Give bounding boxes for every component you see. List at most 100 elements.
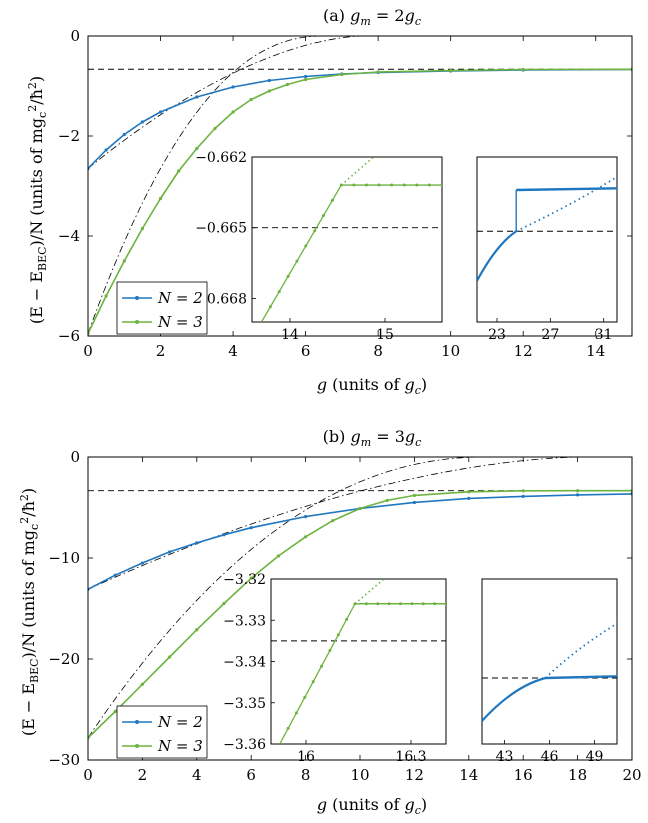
inset-x-tick-label: 16.3 (395, 749, 426, 765)
inset-n2-rising-curve (477, 230, 517, 282)
axes-frame (87, 35, 633, 337)
x-tick-label: 10 (441, 342, 460, 360)
series-n2-point (195, 95, 199, 99)
series-n3-point (385, 498, 389, 503)
inset-n3-point (320, 664, 324, 668)
inset-y-tick-label: −3.34 (223, 655, 266, 671)
inset-n3-point (277, 290, 281, 294)
dashdot-curve-1 (88, 457, 632, 590)
series-n3-point (285, 82, 290, 87)
series-n2-point (267, 78, 271, 83)
inset-n2-plateau (545, 675, 617, 680)
series-n2-point (304, 514, 308, 519)
legend-n2-marker (135, 296, 139, 300)
inset-n2-plateau (516, 187, 617, 192)
series-n3-point (222, 601, 226, 606)
inset-n2-rising-curve (482, 676, 546, 722)
inset-content (482, 622, 617, 722)
inset-frame (251, 156, 443, 323)
x-tick-label: 12 (514, 342, 533, 360)
series-n2-point (113, 573, 117, 577)
series-n3-point (467, 490, 471, 494)
inset-n3-point (322, 213, 326, 217)
inset-content (477, 176, 617, 282)
inset-y-tick-label: −0.665 (195, 221, 247, 237)
inset-n3-rising-line (260, 184, 342, 322)
x-tick-label: 8 (301, 766, 311, 784)
inset-n3-point (313, 229, 317, 233)
x-tick-label: 0 (83, 342, 93, 360)
inset-y-tick-label: −0.668 (195, 291, 247, 307)
inset-n3-plateau-point (421, 602, 425, 606)
inset-n3-plateau-point (399, 602, 402, 606)
inset-n3-rising-line (279, 603, 356, 744)
x-tick-label: 6 (301, 342, 311, 360)
inset-x-tick-label: 16 (297, 749, 315, 765)
x-tick-label: 0 (83, 766, 93, 784)
x-tick-label: 4 (228, 342, 238, 360)
series-n2-point (122, 132, 126, 137)
series-n3-point (195, 628, 199, 632)
inset-n3-plateau-point (402, 183, 406, 187)
inset-y-tick-label: −3.35 (223, 696, 266, 712)
series-n2-point (231, 85, 235, 89)
series-n3-point (140, 226, 144, 231)
series-n3-point (231, 110, 235, 114)
series-n2-point (576, 493, 580, 497)
series-n3-point (177, 169, 181, 173)
legend-box (116, 705, 208, 759)
legend-n2-label: N = 2 (157, 289, 203, 307)
inset-n3-point (268, 305, 272, 309)
x-tick-label: 8 (373, 342, 383, 360)
inset-n3-plateau-point (364, 183, 368, 187)
inset-frame (481, 578, 618, 745)
inset-n3-plateau-point (433, 602, 437, 606)
series-n3-point (376, 70, 380, 74)
inset-n2-dotted-continuation (515, 176, 617, 233)
inset-n3-point (336, 633, 340, 637)
legend-n3-label: N = 3 (157, 737, 203, 755)
inset-n3-point (330, 198, 334, 202)
series-n2-point (521, 494, 525, 498)
inset-n3-point (328, 649, 332, 652)
panel-a-title: (a) gm = 2gc (323, 6, 421, 28)
series-n3-point (122, 259, 126, 263)
panel-a-y-axis-label: (E − EBEC)/N (units of mgc2/ħ2) (26, 76, 49, 324)
series-n3-point (340, 72, 344, 77)
plot-content (88, 457, 632, 740)
inset-n3-plateau-point (352, 183, 356, 187)
x-tick-label: 20 (622, 766, 641, 784)
inset-x-tick-label: 49 (586, 749, 604, 765)
inset-n3-plateau-point (440, 183, 442, 187)
inset-n3-point (286, 274, 290, 278)
inset-content (252, 157, 442, 322)
inset-content (271, 579, 446, 744)
inset-x-tick-label: 27 (541, 327, 559, 343)
inset-n3-dotted-continuation (340, 157, 375, 186)
inset-n3-point (286, 726, 290, 730)
inset-x-tick-label: 31 (595, 327, 613, 343)
series-n3-point (449, 68, 453, 73)
series-n3-point (331, 519, 335, 523)
series-n3-point (358, 506, 362, 511)
series-n3-point (576, 489, 580, 493)
x-tick-label: 16 (514, 766, 533, 784)
legend-n3-marker (135, 744, 139, 748)
panel-b-y-axis-label: (E − EBEC)/N (units of mgc2/ħ2) (18, 488, 41, 736)
inset-n3-plateau-point (377, 183, 381, 187)
series-n3-line (88, 68, 632, 334)
legend-n2-label: N = 2 (157, 713, 203, 731)
y-tick-label: 0 (70, 27, 80, 45)
inset-y-tick-label: −0.662 (195, 150, 247, 166)
series-n2-point (195, 541, 199, 545)
y-tick-label: −2 (58, 127, 80, 145)
inset-n3-plateau-point (387, 602, 391, 606)
series-n2-point (222, 533, 226, 537)
inset-n3-point (304, 244, 308, 248)
series-n3-point (267, 89, 271, 93)
y-tick-label: −20 (48, 650, 80, 668)
